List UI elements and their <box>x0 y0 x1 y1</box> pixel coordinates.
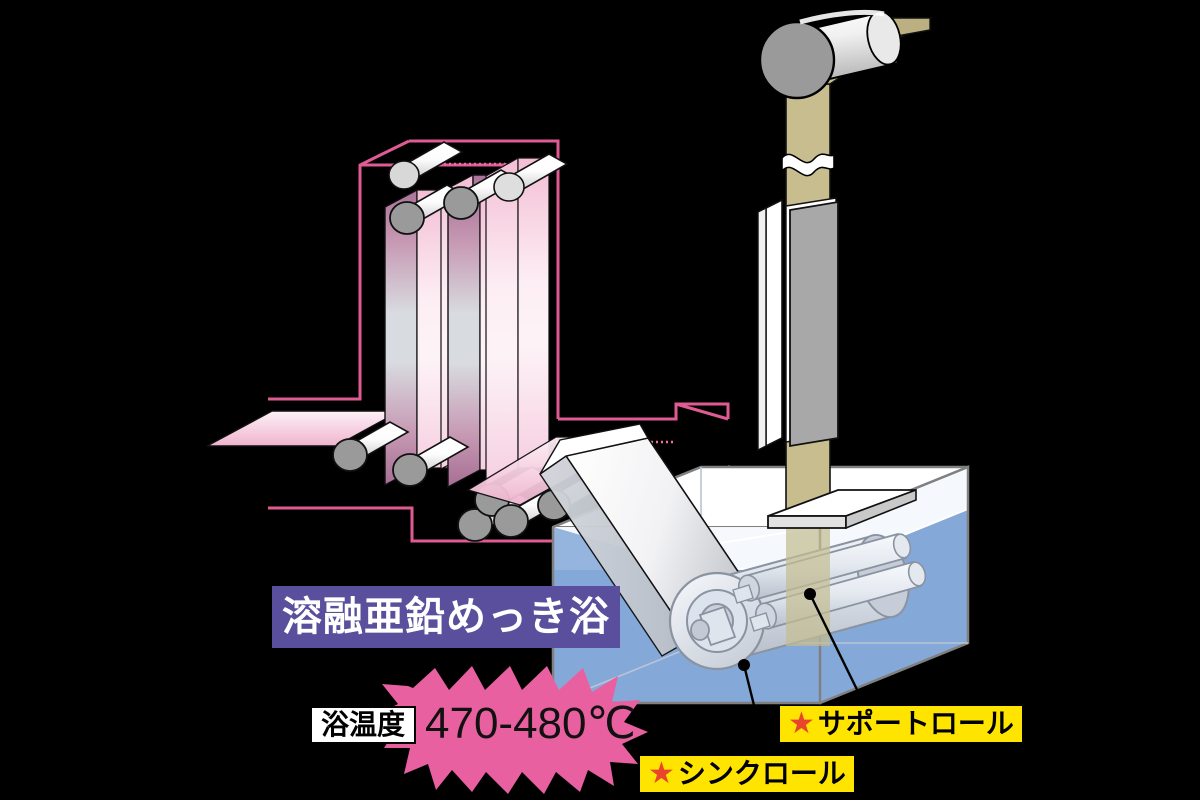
strip-break-symbol <box>781 153 835 177</box>
star-icon: ★ <box>648 757 675 790</box>
temperature-starburst <box>374 666 648 794</box>
bath-temperature-value: 470-480℃ <box>425 699 636 748</box>
callout-support-roll-label: サポートロール <box>817 708 1014 739</box>
bath-title-box: 溶融亜鉛めっき浴 <box>272 586 620 648</box>
top-deflector-roller <box>758 9 902 100</box>
furnace-roller-top-3 <box>388 141 464 190</box>
furnace-roller-top-4 <box>493 153 569 202</box>
furnace-roller-bottom-1 <box>332 421 410 472</box>
callout-leader-dots <box>738 588 816 671</box>
furnace-strip-pass-4 <box>485 156 550 488</box>
furnace-strip-pass-1 <box>384 188 449 487</box>
callout-sink-roll-label: シンクロール <box>677 758 846 789</box>
bath-title-text: 溶融亜鉛めっき浴 <box>282 595 610 639</box>
air-knife-gas-wiper <box>757 197 839 452</box>
star-icon: ★ <box>788 707 815 740</box>
bath-temperature-tag: 浴温度 <box>310 706 417 744</box>
callout-leader-lines <box>742 593 870 771</box>
callout-support-roll: ★ サポートロール <box>780 706 1022 742</box>
furnace-roller-bottom-2 <box>392 436 470 487</box>
bath-edge-bar <box>767 488 917 530</box>
callout-sink-roll: ★ シンクロール <box>640 756 854 792</box>
